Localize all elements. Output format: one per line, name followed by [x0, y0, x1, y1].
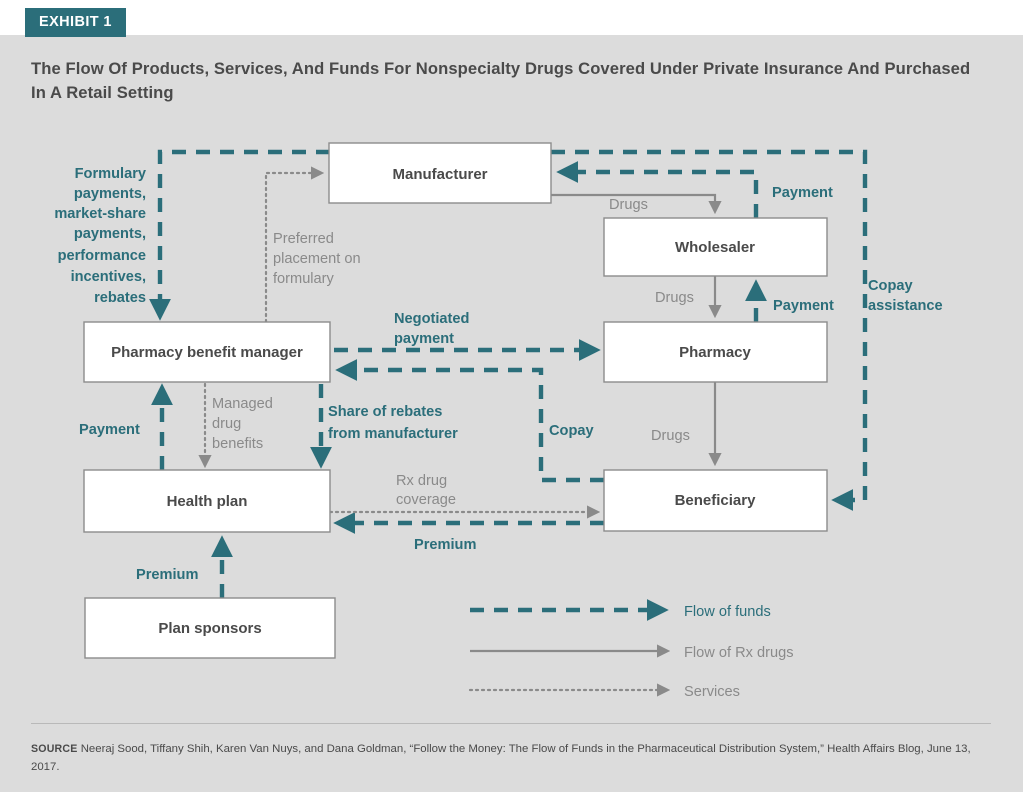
label-formulary-payments: Formulary payments, market-share payment… — [54, 166, 147, 306]
svg-text:Managed: Managed — [212, 396, 273, 412]
node-plan-sponsors[interactable]: Plan sponsors — [84, 597, 336, 659]
legend-label-2: Services — [684, 684, 740, 700]
source-text: Neeraj Sood, Tiffany Shih, Karen Van Nuy… — [31, 743, 971, 774]
svg-text:payments,: payments, — [74, 226, 146, 242]
svg-text:placement on: placement on — [273, 251, 361, 267]
node-health-plan[interactable]: Health plan — [83, 469, 331, 533]
label-copay: Copay — [549, 423, 594, 439]
svg-text:Negotiated: Negotiated — [394, 311, 469, 327]
node-wholesaler[interactable]: Wholesaler — [603, 217, 828, 277]
label-share-of-rebates: Share of rebates from manufacturer — [328, 404, 458, 442]
node-beneficiary[interactable]: Beneficiary — [603, 469, 828, 532]
node-health-plan-label: Health plan — [167, 493, 248, 510]
label-payment-health-plan-pbm: Payment — [79, 422, 140, 438]
edge-manufacturer-to-wholesaler-drugs — [551, 193, 722, 215]
label-drugs-manufacturer-wholesaler: Drugs — [609, 197, 648, 213]
label-preferred-placement: Preferred placement on formulary — [273, 231, 361, 287]
node-pbm-label: Pharmacy benefit manager — [111, 344, 303, 361]
svg-text:payment: payment — [394, 331, 454, 347]
svg-text:from manufacturer: from manufacturer — [328, 426, 458, 442]
svg-text:market-share: market-share — [54, 206, 146, 222]
legend-label-1: Flow of Rx drugs — [684, 645, 794, 661]
edge-beneficiary-to-pbm-copay — [335, 359, 604, 483]
legend-label-0: Flow of funds — [684, 604, 771, 620]
edge-pbm-to-manufacturer-preferred-placement — [264, 166, 325, 324]
page-title-line-1: The Flow Of Products, Services, And Fund… — [31, 59, 844, 78]
svg-text:Rx drug: Rx drug — [396, 473, 447, 489]
legend-item-services: Services — [468, 683, 740, 700]
svg-text:Copay: Copay — [868, 278, 913, 294]
svg-text:coverage: coverage — [396, 492, 456, 508]
node-manufacturer-label: Manufacturer — [392, 166, 487, 183]
label-drugs-pharmacy-beneficiary: Drugs — [651, 428, 690, 444]
node-wholesaler-label: Wholesaler — [675, 239, 755, 256]
label-premium-plan-sponsors: Premium — [136, 567, 198, 583]
svg-text:incentives,: incentives, — [71, 269, 146, 285]
legend-item-flow-of-rx-drugs: Flow of Rx drugs — [470, 644, 794, 661]
node-beneficiary-label: Beneficiary — [675, 492, 757, 509]
svg-text:benefits: benefits — [212, 436, 263, 452]
svg-text:assistance: assistance — [868, 298, 943, 314]
svg-text:Formulary: Formulary — [75, 166, 147, 182]
node-plan-sponsors-label: Plan sponsors — [158, 620, 261, 637]
edge-manufacturer-to-pbm-funds — [149, 149, 330, 321]
svg-text:Share of rebates: Share of rebates — [328, 404, 442, 420]
legend-item-flow-of-funds: Flow of funds — [470, 599, 771, 621]
svg-text:drug: drug — [212, 416, 241, 432]
source-note: SOURCE Neeraj Sood, Tiffany Shih, Karen … — [31, 740, 996, 777]
label-payment-wholesaler-manufacturer: Payment — [772, 185, 833, 201]
svg-text:performance: performance — [58, 248, 146, 264]
svg-text:formulary: formulary — [273, 271, 335, 287]
label-premium-beneficiary: Premium — [414, 537, 476, 553]
label-negotiated-payment: Negotiated payment — [394, 311, 469, 347]
page-title-line-2: And Purchased In A Retail Setting — [31, 59, 971, 103]
label-rx-drug-coverage: Rx drug coverage — [396, 473, 456, 508]
legend: Flow of funds Flow of Rx drugs Services — [468, 599, 794, 700]
svg-text:rebates: rebates — [94, 290, 146, 306]
node-manufacturer[interactable]: Manufacturer — [328, 142, 552, 204]
svg-text:payments,: payments, — [74, 186, 146, 202]
page-title: The Flow Of Products, Services, And Fund… — [31, 57, 981, 105]
label-managed-drug-benefits: Managed drug benefits — [212, 396, 273, 452]
source-divider — [31, 723, 991, 724]
node-pharmacy-label: Pharmacy — [679, 344, 751, 361]
node-pharmacy[interactable]: Pharmacy — [603, 321, 828, 383]
svg-text:Preferred: Preferred — [273, 231, 334, 247]
label-copay-assistance: Copay assistance — [868, 278, 943, 314]
label-payment-pharmacy-wholesaler: Payment — [773, 298, 834, 314]
exhibit-tag: EXHIBIT 1 — [25, 8, 126, 37]
label-drugs-wholesaler-pharmacy: Drugs — [655, 290, 694, 306]
edge-wholesaler-to-manufacturer-payment — [556, 161, 759, 218]
node-pharmacy-benefit-manager[interactable]: Pharmacy benefit manager — [83, 321, 331, 383]
source-prefix: SOURCE — [31, 743, 78, 755]
edge-manufacturer-to-beneficiary-copay-assistance — [551, 149, 868, 511]
